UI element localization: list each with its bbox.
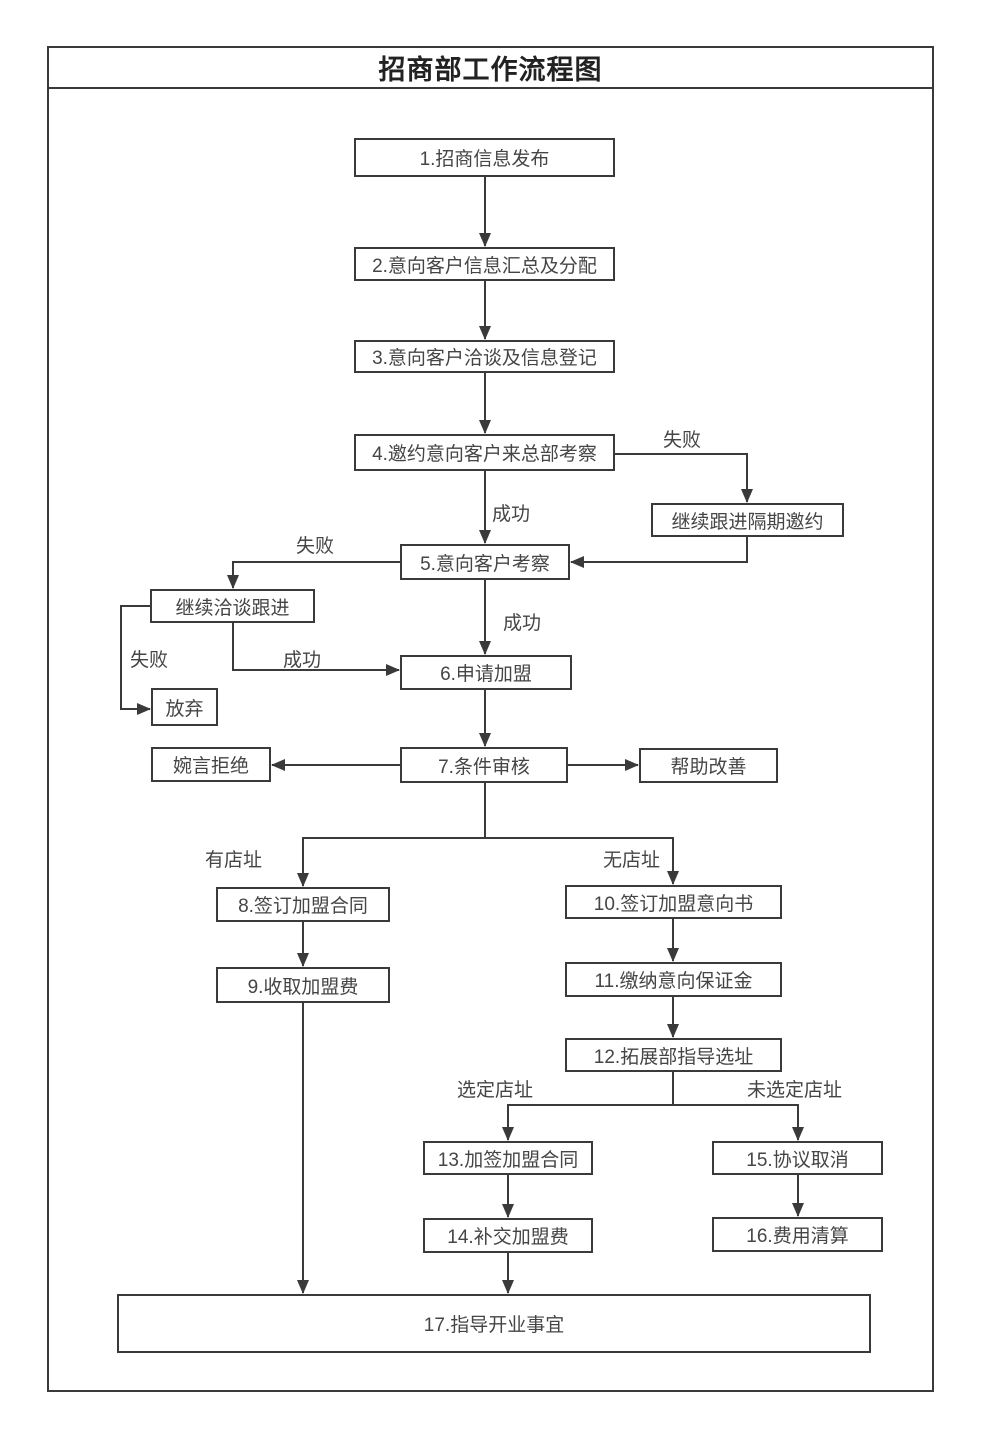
- edge-label-success-talk: 成功: [283, 650, 322, 671]
- flow-node-follow-up-talk: 继续洽谈跟进: [150, 589, 315, 623]
- chart-title: 招商部工作流程图: [47, 46, 934, 89]
- flow-node-8-sign-contract: 8.签订加盟合同: [216, 887, 390, 922]
- edge-label-fail-talk: 失败: [130, 650, 169, 671]
- flow-node-7-condition-review: 7.条件审核: [400, 747, 568, 783]
- edge-label-fail-invite: 失败: [663, 430, 702, 451]
- edge-label-site-chosen: 选定店址: [457, 1080, 534, 1101]
- flow-node-14-pay-remaining-fee: 14.补交加盟费: [423, 1218, 593, 1253]
- flow-node-follow-up-invite: 继续跟进隔期邀约: [651, 503, 844, 537]
- flow-node-15-agreement-cancel: 15.协议取消: [712, 1141, 883, 1175]
- flow-node-1-info-release: 1.招商信息发布: [354, 138, 615, 177]
- flow-node-4-invite-hq-visit: 4.邀约意向客户来总部考察: [354, 434, 615, 471]
- edge-label-no-site: 无店址: [603, 850, 661, 871]
- edge-label-site-not-chosen: 未选定店址: [747, 1080, 843, 1101]
- edge-label-success-visit: 成功: [503, 613, 542, 634]
- flow-node-9-collect-fee: 9.收取加盟费: [216, 967, 390, 1003]
- flow-node-5-client-inspection: 5.意向客户考察: [400, 544, 570, 580]
- flow-node-11-pay-deposit: 11.缴纳意向保证金: [565, 962, 782, 997]
- flow-node-3-lead-negotiation: 3.意向客户洽谈及信息登记: [354, 340, 615, 373]
- flow-node-13-extra-contract: 13.加签加盟合同: [423, 1141, 593, 1175]
- flow-node-17-opening-guidance: 17.指导开业事宜: [117, 1294, 871, 1353]
- edge-label-success-invite: 成功: [492, 504, 531, 525]
- edge-label-has-site: 有店址: [205, 850, 263, 871]
- edge-label-fail-visit: 失败: [296, 536, 335, 557]
- flow-node-give-up: 放弃: [151, 688, 218, 726]
- flow-node-12-site-guidance: 12.拓展部指导选址: [565, 1038, 782, 1072]
- flow-node-10-sign-intent: 10.签订加盟意向书: [565, 885, 782, 919]
- flow-node-help-improve: 帮助改善: [639, 748, 778, 783]
- flow-node-16-fee-settlement: 16.费用清算: [712, 1217, 883, 1252]
- flow-node-6-apply-franchise: 6.申请加盟: [400, 655, 572, 690]
- flow-node-polite-refusal: 婉言拒绝: [151, 747, 271, 782]
- flow-node-2-lead-collection: 2.意向客户信息汇总及分配: [354, 247, 615, 281]
